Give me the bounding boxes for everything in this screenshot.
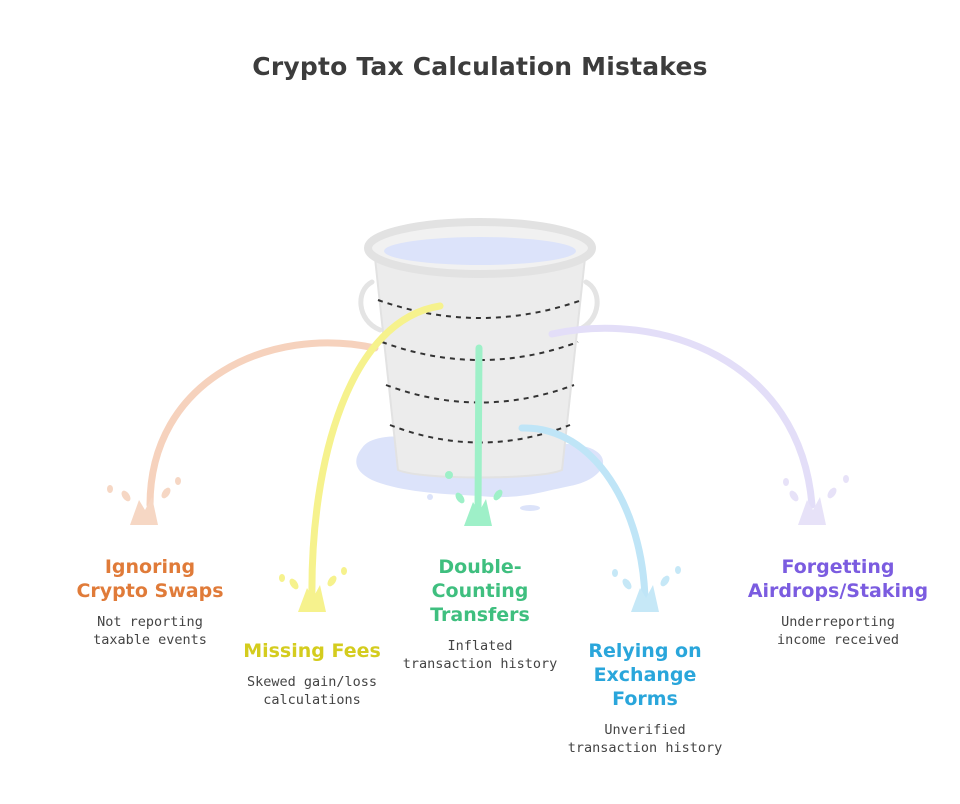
mistake-desc-ignoring-crypto-swaps: Not reporting taxable events (93, 614, 207, 648)
splash-blue (612, 566, 681, 612)
stream-yellow (308, 302, 444, 604)
splash-purple (783, 475, 849, 525)
mistake-label-missing-fees: Missing Fees (243, 640, 381, 662)
splash-yellow (279, 567, 347, 612)
mistake-label-double-counting-transfers: Double- Counting Transfers (430, 556, 530, 626)
leak-streams (146, 302, 816, 604)
splash-green (445, 471, 503, 526)
mistake-desc-relying-on-exchange-forms: Unverified transaction history (567, 722, 723, 756)
page-title: Crypto Tax Calculation Mistakes (252, 52, 708, 81)
mistake-desc-forgetting-airdrops-staking: Underreporting income received (777, 614, 899, 648)
splash-orange (107, 477, 181, 525)
mistake-label-forgetting-airdrops-staking: Forgetting Airdrops/Staking (747, 556, 929, 602)
stream-blue (518, 424, 649, 604)
stream-green (474, 344, 483, 519)
mistake-label-ignoring-crypto-swaps: Ignoring Crypto Swaps (76, 556, 224, 602)
mistake-desc-missing-fees: Skewed gain/loss calculations (246, 674, 378, 708)
stream-purple (548, 324, 816, 509)
stream-orange (146, 339, 379, 509)
bucket-water (384, 237, 576, 265)
water-drop (427, 494, 433, 500)
mistake-label-relying-on-exchange-forms: Relying on Exchange Forms (588, 640, 702, 710)
mistake-desc-double-counting-transfers: Inflated transaction history (402, 638, 558, 672)
water-drop (520, 505, 540, 511)
